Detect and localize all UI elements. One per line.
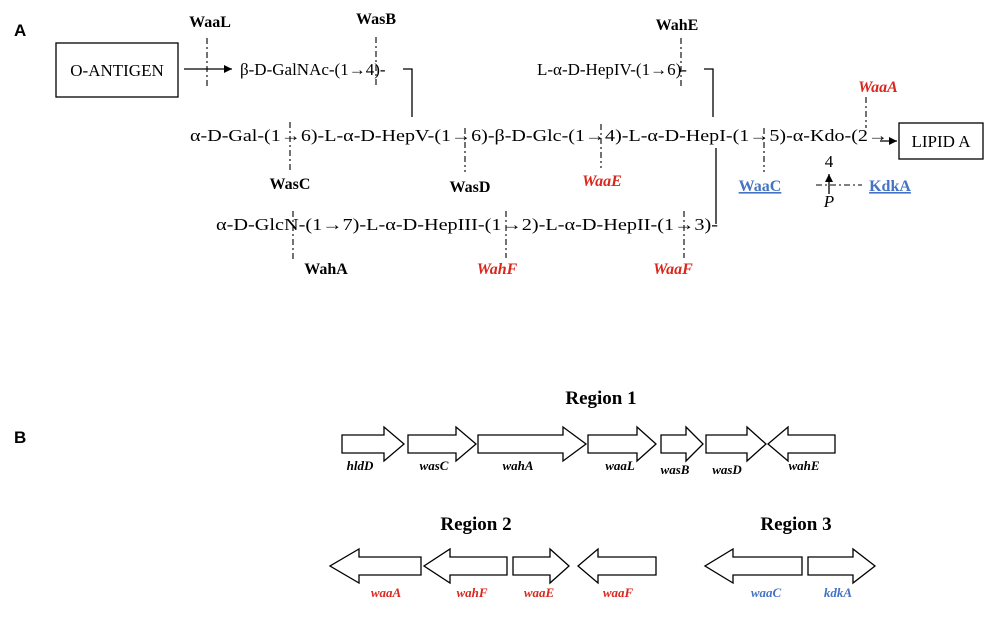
gene-arrow-hldD bbox=[341, 425, 406, 463]
phosphate-label: P bbox=[823, 192, 834, 211]
gene-label-waaL: waaL bbox=[605, 458, 635, 473]
lipid-a-box bbox=[898, 122, 984, 160]
gene-label-hldD: hldD bbox=[347, 458, 374, 473]
enzyme-waac: WaaC bbox=[739, 178, 782, 195]
panel-label-a: A bbox=[14, 21, 26, 40]
gene-arrow-kdkA bbox=[807, 547, 877, 585]
gene-arrow-waaL bbox=[587, 425, 657, 463]
lower-chain: α-D-GlcN-(1→7)-L-α-D-HepIII-(1→2)-L-α-D-… bbox=[216, 215, 718, 234]
gene-label-wasC: wasC bbox=[420, 458, 449, 473]
region-2-gene-cluster bbox=[328, 547, 657, 585]
panel-label-b: B bbox=[14, 428, 26, 447]
enzyme-wasd: WasD bbox=[450, 179, 491, 196]
o-antigen-box bbox=[55, 42, 179, 98]
gene-label-waaA: waaA bbox=[371, 585, 402, 600]
enzyme-wahe: WahE bbox=[656, 17, 699, 34]
region-1-title: Region 1 bbox=[565, 388, 636, 409]
galnac-residue: β-D-GalNAc-(1→4)- bbox=[240, 60, 386, 79]
enzyme-waha: WahA bbox=[304, 261, 348, 278]
gene-arrow-waaC bbox=[703, 547, 803, 585]
gene-arrow-waaA bbox=[328, 547, 422, 585]
gene-label-wasD: wasD bbox=[712, 462, 742, 477]
region-3-gene-cluster bbox=[703, 547, 877, 585]
gene-arrow-wahF bbox=[422, 547, 508, 585]
region-3-title: Region 3 bbox=[760, 514, 831, 535]
o-antigen-label: O-ANTIGEN bbox=[70, 61, 163, 80]
enzyme-waaf: WaaF bbox=[653, 261, 693, 278]
enzyme-kdka: KdkA bbox=[869, 178, 911, 195]
gene-label-waaE: waaE bbox=[524, 585, 555, 600]
gene-label-waaF: waaF bbox=[603, 585, 634, 600]
lipid-a-label: LIPID A bbox=[911, 132, 971, 151]
main-chain: α-D-Gal-(1→6)-L-α-D-HepV-(1→6)-β-D-Glc-(… bbox=[190, 126, 888, 145]
gene-label-wahE: wahE bbox=[788, 458, 819, 473]
gene-arrow-waaF bbox=[576, 547, 657, 585]
enzyme-waae: WaaE bbox=[582, 173, 622, 190]
hepiv-residue: L-α-D-HepIV-(1→6)- bbox=[537, 60, 687, 79]
region-1-gene-cluster bbox=[341, 425, 836, 463]
enzyme-wasc: WasC bbox=[270, 176, 311, 193]
enzyme-wasb: WasB bbox=[356, 11, 396, 28]
gene-label-wahA: wahA bbox=[502, 458, 533, 473]
region-2-title: Region 2 bbox=[440, 514, 511, 535]
gene-label-waaC: waaC bbox=[751, 585, 782, 600]
gene-label-wasB: wasB bbox=[661, 462, 690, 477]
gene-arrow-wasD bbox=[705, 425, 767, 463]
enzyme-waal: WaaL bbox=[189, 14, 231, 31]
gene-arrow-wasB bbox=[660, 425, 704, 463]
galnac-connector bbox=[403, 68, 413, 117]
gene-label-wahF: wahF bbox=[456, 585, 487, 600]
gene-arrow-wasC bbox=[407, 425, 478, 463]
enzyme-wahf: WahF bbox=[477, 261, 518, 278]
gene-arrow-waaE bbox=[512, 547, 570, 585]
gene-arrow-wahA bbox=[477, 425, 588, 463]
gene-arrow-wahE bbox=[766, 425, 836, 463]
gene-label-kdkA: kdkA bbox=[824, 585, 853, 600]
enzyme-waaa: WaaA bbox=[858, 79, 898, 96]
kdo-position-label: 4 bbox=[825, 152, 834, 171]
hepiv-connector bbox=[704, 68, 714, 117]
